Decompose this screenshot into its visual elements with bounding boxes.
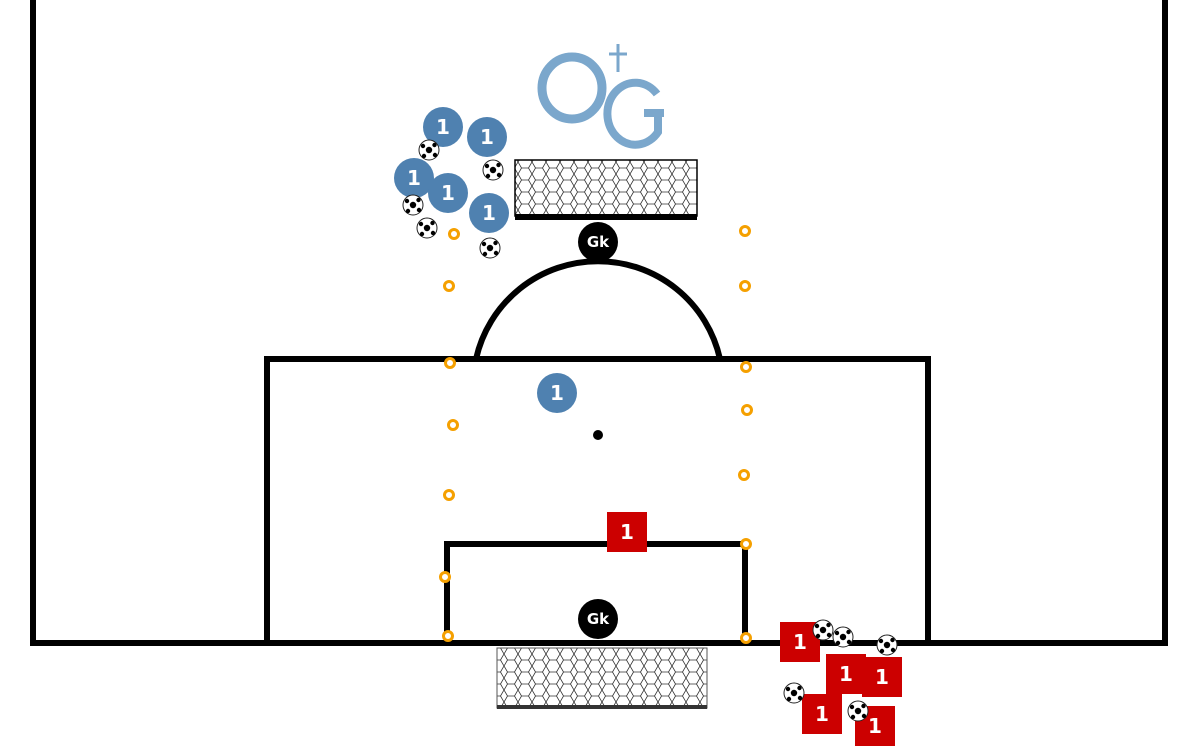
cone bbox=[741, 404, 753, 416]
logo-letter-g bbox=[603, 78, 664, 149]
soccer-ball-icon bbox=[847, 700, 869, 722]
defender-player: 1 bbox=[607, 512, 647, 552]
cone bbox=[740, 361, 752, 373]
svg-text:Gk: Gk bbox=[587, 610, 610, 628]
svg-text:1: 1 bbox=[868, 714, 882, 738]
soccer-ball-icon bbox=[416, 217, 438, 239]
defender-player: 1 bbox=[826, 654, 866, 694]
cone bbox=[442, 630, 454, 642]
soccer-ball-icon bbox=[783, 682, 805, 704]
attackers: 1 1 1 1 1 1 bbox=[394, 107, 577, 413]
svg-text:1: 1 bbox=[620, 520, 634, 544]
attacker-player: 1 bbox=[428, 173, 468, 213]
cone bbox=[739, 280, 751, 292]
soccer-ball-icon bbox=[479, 237, 501, 259]
svg-text:1: 1 bbox=[482, 201, 496, 225]
cone bbox=[444, 357, 456, 369]
cone bbox=[443, 280, 455, 292]
cone bbox=[439, 571, 451, 583]
six-yard-box bbox=[444, 541, 748, 643]
bottom-goal bbox=[496, 647, 708, 709]
svg-text:1: 1 bbox=[815, 702, 829, 726]
attacker-player: 1 bbox=[394, 158, 434, 198]
attacker-player: 1 bbox=[469, 193, 509, 233]
attacker-player: 1 bbox=[423, 107, 463, 147]
cone bbox=[443, 489, 455, 501]
defender-player: 1 bbox=[802, 694, 842, 734]
goalkeeper-bottom: Gk bbox=[578, 599, 618, 639]
cone bbox=[739, 225, 751, 237]
penalty-arc bbox=[473, 258, 723, 360]
cone bbox=[740, 632, 752, 644]
svg-text:1: 1 bbox=[793, 630, 807, 654]
logo-letter-o bbox=[537, 52, 607, 124]
cones bbox=[439, 225, 753, 644]
penalty-spot bbox=[593, 430, 603, 440]
svg-text:Gk: Gk bbox=[587, 233, 610, 251]
svg-text:1: 1 bbox=[550, 381, 564, 405]
cone bbox=[738, 469, 750, 481]
svg-text:1: 1 bbox=[875, 665, 889, 689]
svg-text:1: 1 bbox=[441, 181, 455, 205]
soccer-ball-icon bbox=[812, 619, 834, 641]
svg-text:1: 1 bbox=[480, 125, 494, 149]
cone bbox=[447, 419, 459, 431]
attacker-player: 1 bbox=[537, 373, 577, 413]
goalkeeper-top: Gk bbox=[578, 222, 618, 262]
soccer-ball-icon bbox=[876, 634, 898, 656]
soccer-ball-icon bbox=[482, 159, 504, 181]
soccer-ball-icon bbox=[832, 626, 854, 648]
svg-text:1: 1 bbox=[407, 166, 421, 190]
cone bbox=[740, 538, 752, 550]
logo-cross bbox=[609, 44, 627, 72]
svg-text:1: 1 bbox=[839, 662, 853, 686]
penalty-box bbox=[264, 356, 931, 643]
soccer-ball-icon bbox=[402, 194, 424, 216]
attacker-player: 1 bbox=[467, 117, 507, 157]
og-logo bbox=[537, 44, 664, 149]
soccer-ball-icon bbox=[418, 139, 440, 161]
cone bbox=[448, 228, 460, 240]
top-goal bbox=[514, 159, 698, 220]
svg-text:1: 1 bbox=[436, 115, 450, 139]
defender-player: 1 bbox=[862, 657, 902, 697]
